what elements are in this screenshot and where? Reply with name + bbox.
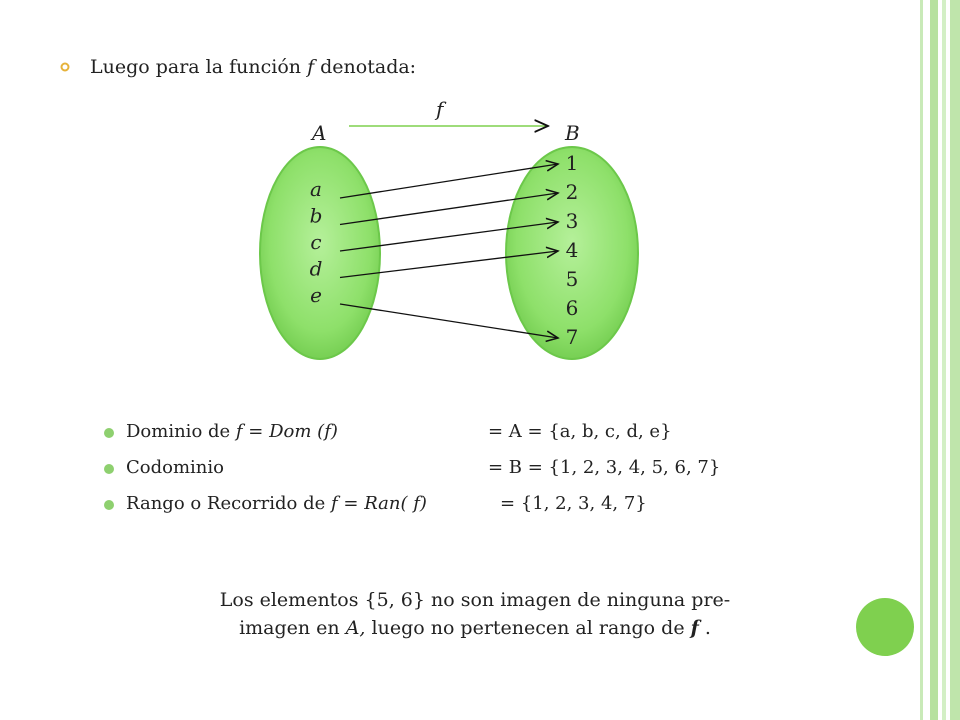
- label-eq: =: [242, 421, 270, 442]
- mapping-arrows: [339, 164, 558, 338]
- note-text: .: [698, 617, 711, 639]
- mapping-arrow-b-2: [339, 193, 558, 226]
- note-f: f: [690, 617, 699, 639]
- note-a: A,: [345, 617, 366, 639]
- slide-title: Luego para la función f denotada:: [90, 56, 416, 78]
- mapping-arrow-c-3: [339, 222, 558, 252]
- codomain-element-1: 1: [566, 151, 579, 175]
- label-eq: =: [337, 493, 365, 514]
- bullet-value: = A = {a, b, c, d, e}: [488, 421, 672, 442]
- set-b-ellipse: [505, 146, 639, 360]
- codomain-element-5: 5: [566, 267, 579, 291]
- bullet-dot: [104, 500, 114, 510]
- mapping-arrow-a-1: [339, 164, 558, 199]
- title-suffix: denotada:: [314, 56, 417, 78]
- codomain-element-4: 4: [566, 238, 579, 262]
- label-notation: Dom (f): [269, 421, 338, 442]
- bullet-dot: [104, 428, 114, 438]
- codomain-element-6: 6: [566, 296, 579, 320]
- domain-element-d: d: [310, 257, 323, 281]
- decorative-circle: [856, 598, 914, 656]
- codomain-element-7: 7: [566, 325, 579, 349]
- frame-line-2: [930, 0, 938, 720]
- function-label: f: [434, 97, 447, 121]
- domain-element-c: c: [310, 230, 321, 254]
- label-text: Dominio de: [126, 421, 236, 442]
- note-text: luego no pertenecen al rango de: [365, 617, 691, 639]
- title-f: f: [307, 56, 315, 78]
- bullet-icon: [60, 62, 70, 72]
- bullet-dot: [104, 464, 114, 474]
- label-text: Codominio: [126, 457, 224, 478]
- title-prefix: Luego para la función: [90, 56, 308, 78]
- set-b-label: B: [564, 121, 580, 145]
- bullet-label: Codominio: [126, 450, 224, 486]
- label-f: f: [235, 421, 243, 442]
- frame-line-3: [942, 0, 946, 720]
- codomain-element-2: 2: [566, 180, 579, 204]
- bullet-value: = B = {1, 2, 3, 4, 5, 6, 7}: [488, 457, 721, 478]
- note-line-1: Los elementos {5, 6} no son imagen de ni…: [219, 589, 731, 611]
- frame-line-4: [950, 0, 960, 720]
- domain-element-b: b: [310, 204, 323, 228]
- codomain-elements: 1 2 3 4 5 6 7: [566, 151, 579, 349]
- note-line-2: imagen en A, luego no pertenecen al rang…: [140, 614, 810, 642]
- note-text: imagen en: [239, 617, 346, 639]
- frame-line-1: [920, 0, 923, 720]
- mapping-arrow-d-4: [339, 251, 558, 279]
- label-f: f: [331, 493, 338, 514]
- label-notation: Ran( f): [364, 493, 427, 514]
- domain-element-a: a: [310, 177, 322, 201]
- set-a-label: A: [310, 121, 326, 145]
- domain-element-e: e: [310, 283, 322, 307]
- bullet-label: Rango o Recorrido de f = Ran( f): [126, 486, 427, 522]
- bullet-value: = {1, 2, 3, 4, 7}: [500, 493, 647, 514]
- explanatory-note: Los elementos {5, 6} no son imagen de ni…: [140, 586, 810, 642]
- label-text: Rango o Recorrido de: [126, 493, 331, 514]
- codomain-element-3: 3: [566, 209, 579, 233]
- mapping-arrow-e-7: [339, 303, 558, 338]
- bullet-label: Dominio de f = Dom (f): [126, 414, 338, 450]
